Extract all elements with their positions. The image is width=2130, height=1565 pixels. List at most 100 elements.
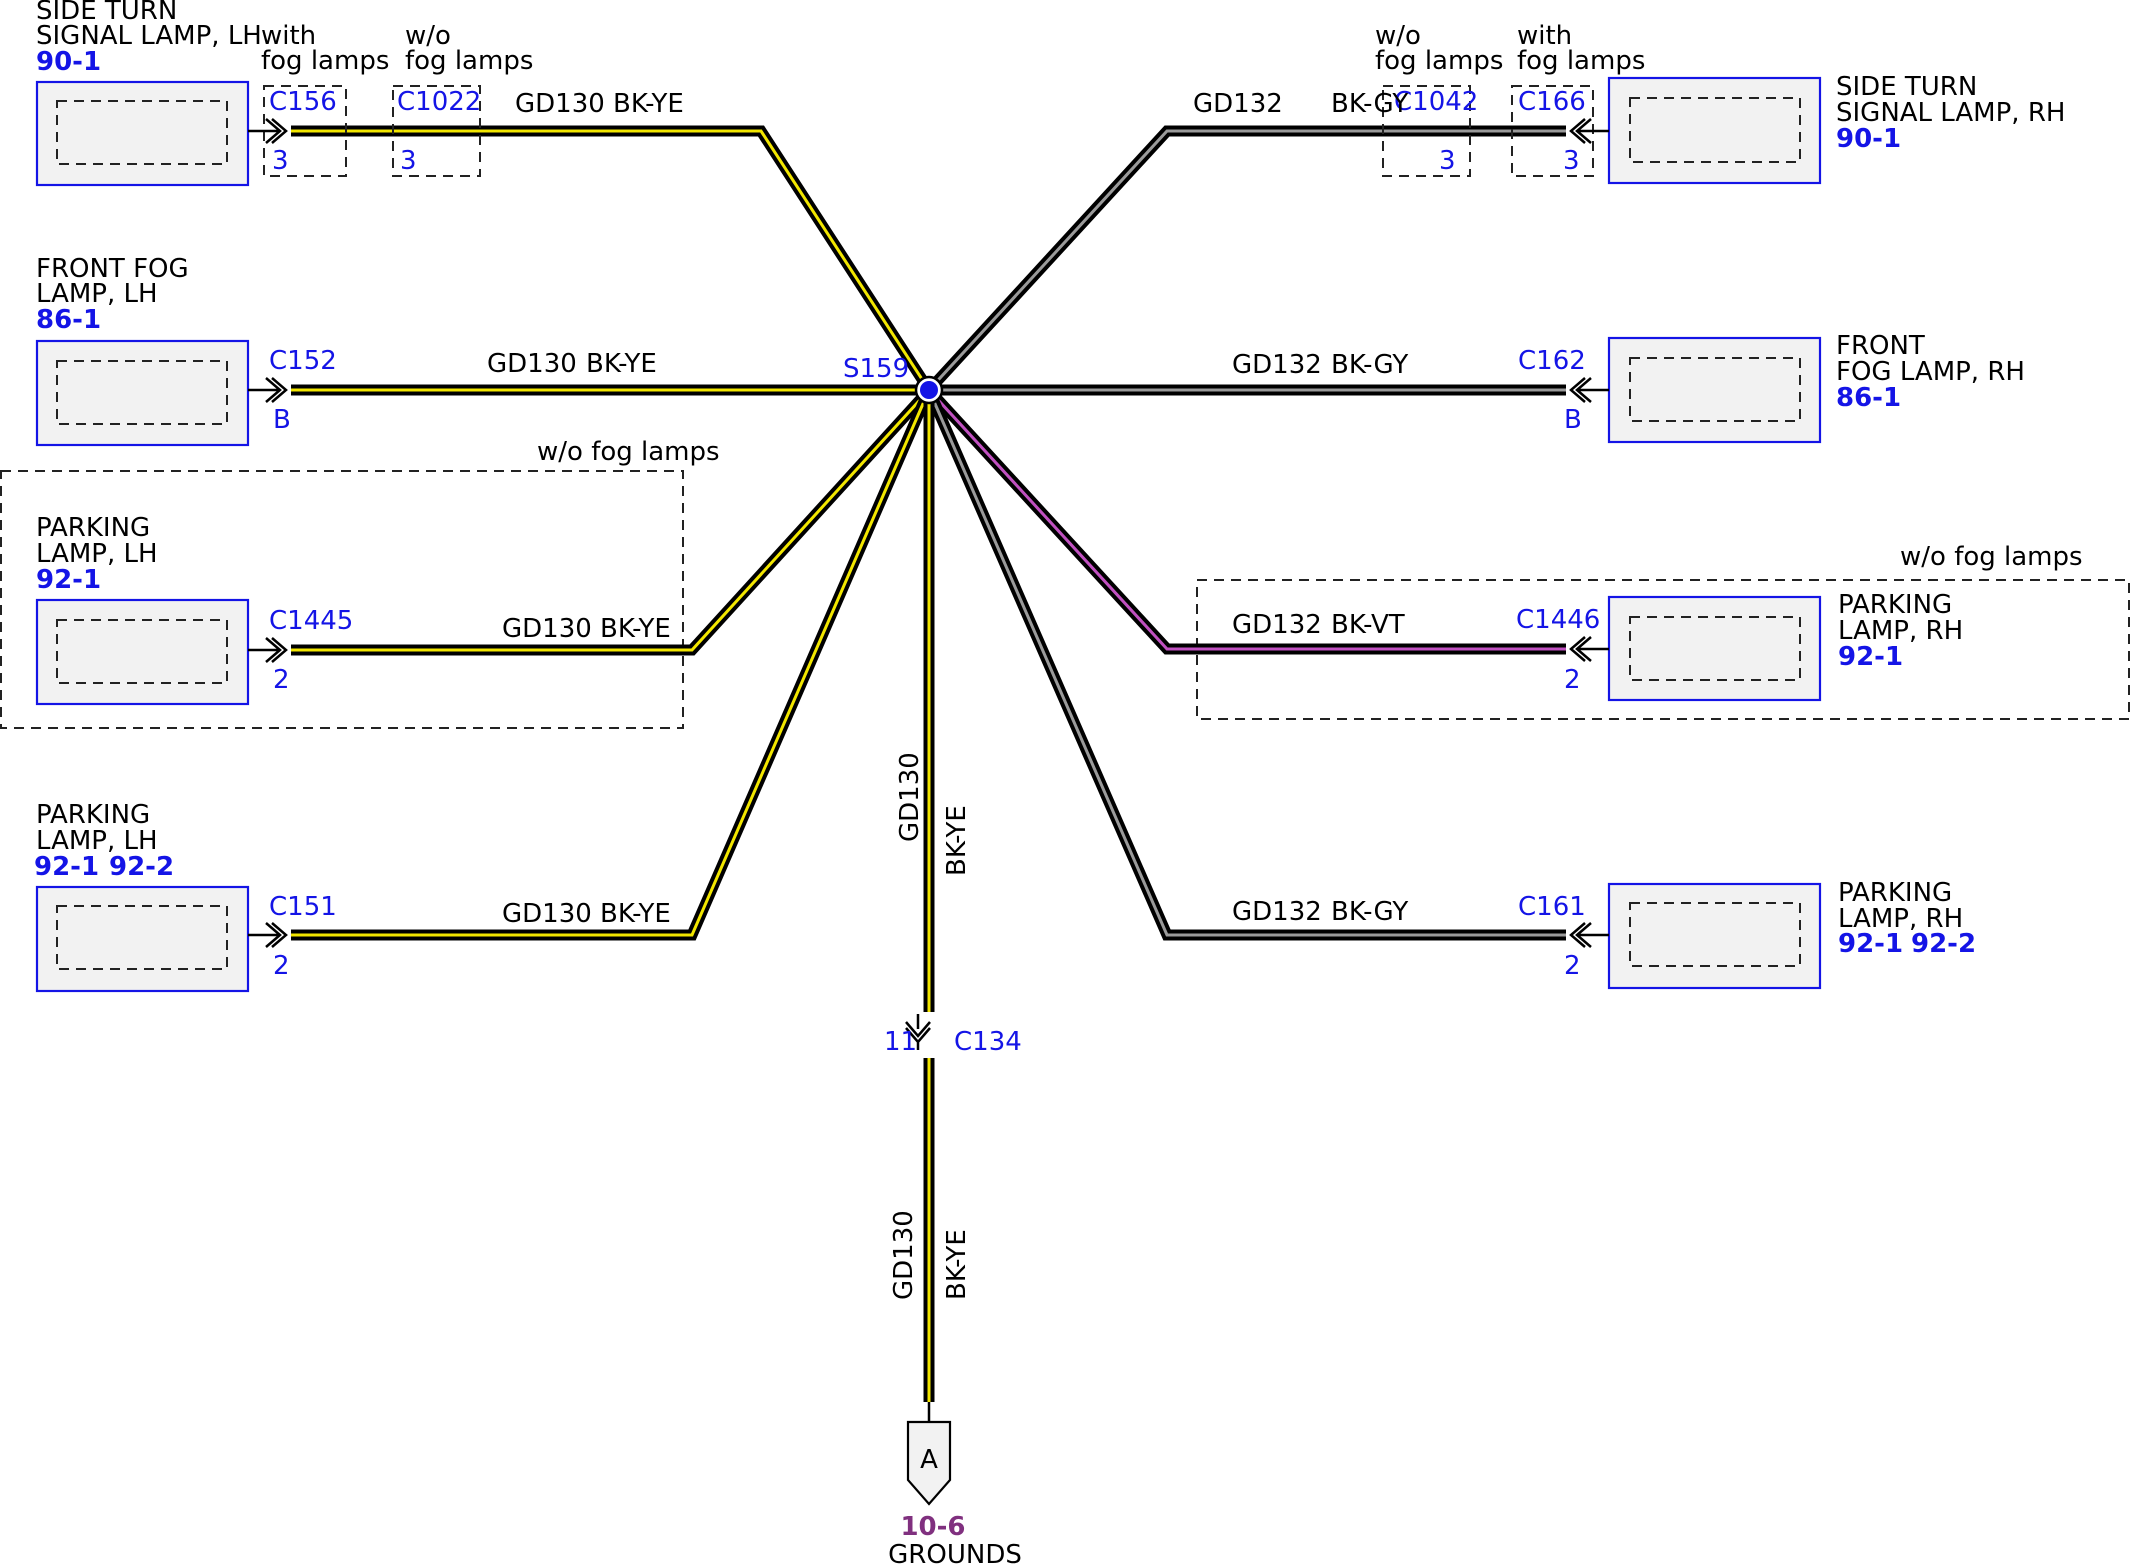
front-fog-lamp-lh[interactable]: [35, 339, 250, 447]
parking-rh-1-name-2: LAMP, RH: [1838, 616, 1963, 646]
wo-fog-lamps-box-rh: [1196, 579, 2130, 720]
parking-rh-1-name-1: PARKING: [1838, 590, 1952, 620]
c1446-label[interactable]: C1446: [1516, 605, 1600, 635]
wire-gd130-side-turn-lh-stripe: [291, 129, 931, 391]
wire-color-bk-gy-top: BK-GY: [1331, 89, 1408, 119]
c1022-pin: 3: [400, 146, 417, 176]
ground-label: GROUNDS: [888, 1540, 1022, 1565]
front-fog-rh-ref[interactable]: 86-1: [1836, 383, 1901, 413]
wire-gd132-parking-rh-wo-fog[interactable]: [924, 386, 1566, 655]
wire-gd132-side-turn-rh[interactable]: [924, 125, 1566, 394]
side-turn-rh-name-1: SIDE TURN: [1836, 72, 1977, 102]
front-fog-rh-name-2: FOG LAMP, RH: [1836, 357, 2025, 387]
c1042-option-line-2: fog lamps: [1375, 46, 1503, 76]
wire-color-bk-ye-park2: BK-YE: [600, 899, 671, 929]
wire-gd130-parking-lh-wo-fog-stripe: [291, 388, 931, 652]
side-turn-signal-lamp-rh[interactable]: [1607, 76, 1822, 185]
c152-pin: B: [273, 405, 291, 435]
wire-label-gd132-park2: GD132: [1232, 897, 1322, 927]
wire-gd130-parking-lh-stripe: [291, 389, 931, 937]
wo-fog-lamps-label-rh: w/o fog lamps: [1900, 542, 2083, 572]
parking-rh-2-ref-2[interactable]: 92-2: [1911, 929, 1976, 959]
wire-color-bk-ye-top: BK-YE: [613, 89, 684, 119]
wire-gd130-parking-lh-insulation: [291, 387, 935, 941]
wo-fog-lamps-box-lh: [0, 470, 684, 729]
c1042-pin: 3: [1439, 146, 1456, 176]
connector-pin-symbols: [248, 118, 1609, 1422]
c151-pin: 2: [273, 951, 290, 981]
wire-label-gd130-top: GD130: [515, 89, 605, 119]
c166-pin: 3: [1563, 146, 1580, 176]
parking-rh-1-ref[interactable]: 92-1: [1838, 642, 1903, 672]
wire-color-bk-ye-vert-lower: BK-YE: [942, 1229, 972, 1300]
front-fog-lh-name-1: FRONT FOG: [36, 254, 189, 284]
wire-label-gd132-fog: GD132: [1232, 350, 1322, 380]
wire-gd130-parking-lh-wo-fog[interactable]: [291, 386, 934, 656]
wire-color-bk-ye-park1: BK-YE: [600, 614, 671, 644]
c1022-label[interactable]: C1022: [397, 87, 481, 117]
wire-label-gd130-vert-lower: GD130: [889, 1210, 919, 1300]
parking-lh-2-name-2: LAMP, LH: [36, 826, 158, 856]
wire-gd132-parking-rh-insulation: [923, 387, 1566, 941]
side-turn-rh-ref[interactable]: 90-1: [1836, 124, 1901, 154]
wire-gd132-side-turn-rh-stripe: [927, 129, 1566, 392]
parking-lh-1-name-2: LAMP, LH: [36, 539, 158, 569]
splice-s159-dot[interactable]: [920, 381, 938, 399]
parking-lh-2-ref-2[interactable]: 92-2: [109, 852, 174, 882]
c1446-pin: 2: [1564, 665, 1581, 695]
wire-color-bk-ye-fog: BK-YE: [586, 349, 657, 379]
c1022-option-line-1: w/o: [405, 21, 451, 51]
c162-pin: B: [1564, 405, 1582, 435]
c151-label[interactable]: C151: [269, 892, 337, 922]
c156-label[interactable]: C156: [269, 87, 337, 117]
c1022-option-box: [392, 85, 481, 177]
c152-label[interactable]: C152: [269, 346, 337, 376]
wire-color-bk-ye-vert-upper: BK-YE: [942, 805, 972, 876]
wire-label-gd130-park2: GD130: [502, 899, 592, 929]
wire-group: [291, 125, 1566, 1402]
ground-connector-symbol[interactable]: [906, 1420, 952, 1506]
parking-lamp-lh-wo-fog[interactable]: [35, 598, 250, 706]
front-fog-lh-name-2: LAMP, LH: [36, 279, 158, 309]
side-turn-lh-ref[interactable]: 90-1: [36, 47, 101, 77]
c134-label[interactable]: C134: [954, 1027, 1022, 1057]
c166-label[interactable]: C166: [1518, 87, 1586, 117]
parking-lh-1-ref[interactable]: 92-1: [36, 565, 101, 595]
c161-label[interactable]: C161: [1518, 892, 1586, 922]
wire-label-gd132-top: GD132: [1193, 89, 1283, 119]
c156-option-line-1: with: [261, 21, 316, 51]
wire-color-bk-vt-park1: BK-VT: [1331, 610, 1405, 640]
splice-s159-label[interactable]: S159: [843, 354, 909, 384]
c1445-pin: 2: [273, 665, 290, 695]
c162-label[interactable]: C162: [1518, 346, 1586, 376]
parking-lamp-lh[interactable]: [35, 885, 250, 993]
wire-gd130-side-turn-lh[interactable]: [291, 125, 934, 393]
parking-rh-2-name-1: PARKING: [1838, 878, 1952, 908]
side-turn-lh-name-2: SIGNAL LAMP, LH: [36, 21, 262, 51]
wire-gd132-parking-rh[interactable]: [923, 387, 1566, 941]
parking-lamp-rh-wo-fog[interactable]: [1607, 595, 1822, 702]
side-turn-lh-name-1: SIDE TURN: [36, 0, 177, 26]
wire-label-gd130-fog: GD130: [487, 349, 577, 379]
parking-lamp-rh[interactable]: [1607, 882, 1822, 990]
parking-lh-2-ref-1[interactable]: 92-1: [34, 852, 99, 882]
front-fog-lh-ref[interactable]: 86-1: [36, 305, 101, 335]
c156-option-line-2: fog lamps: [261, 46, 389, 76]
wo-fog-lamps-label-lh: w/o fog lamps: [537, 437, 720, 467]
wire-color-bk-gy-park2: BK-GY: [1331, 897, 1408, 927]
c1042-label[interactable]: C1042: [1394, 87, 1478, 117]
c161-pin: 2: [1564, 951, 1581, 981]
parking-rh-2-ref-1[interactable]: 92-1: [1838, 929, 1903, 959]
ground-ref[interactable]: 10-6: [900, 1512, 965, 1542]
side-turn-signal-lamp-lh[interactable]: [35, 80, 250, 187]
c1042-option-box: [1382, 85, 1471, 177]
wire-gd130-parking-lh[interactable]: [291, 387, 935, 941]
wire-label-gd132-park1: GD132: [1232, 610, 1322, 640]
parking-rh-2-name-2: LAMP, RH: [1838, 904, 1963, 934]
ground-letter: A: [920, 1445, 938, 1475]
c156-pin: 3: [272, 146, 289, 176]
wire-gd132-parking-rh-stripe: [927, 389, 1566, 937]
c1445-label[interactable]: C1445: [269, 606, 353, 636]
front-fog-lamp-rh[interactable]: [1607, 336, 1822, 444]
